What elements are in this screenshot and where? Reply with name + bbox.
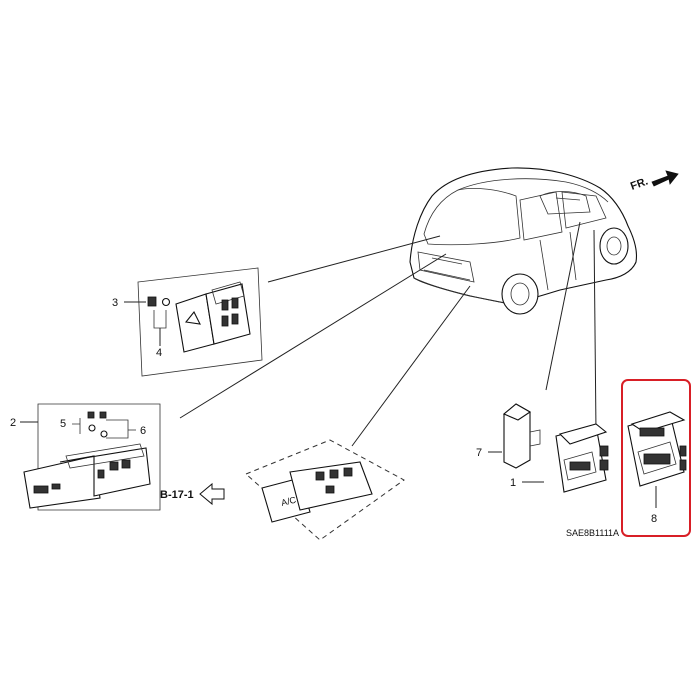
front-direction-indicator: FR. xyxy=(629,170,679,193)
callout-4: 4 xyxy=(156,347,162,359)
highlight-box xyxy=(621,379,691,537)
dash-switch-panel-icon xyxy=(23,443,151,509)
callout-7: 7 xyxy=(476,447,482,459)
front-direction-label: FR. xyxy=(629,175,650,192)
callout-3: 3 xyxy=(112,297,118,309)
hazard-switch-icon xyxy=(175,281,251,353)
blank-cover-group: 7 xyxy=(476,403,541,469)
diagram-code: SAE8B1111A xyxy=(566,528,619,538)
ac-switch-group: B-17-1 A/C xyxy=(160,439,405,541)
callout-6: 6 xyxy=(140,425,146,437)
reference-arrow-icon xyxy=(199,482,225,506)
switch-1-icon xyxy=(555,423,609,493)
switch-8-group: 8 xyxy=(621,379,691,537)
callout-1: 1 xyxy=(510,477,516,489)
callout-8: 8 xyxy=(651,513,657,525)
hazard-switch-group: 3 4 xyxy=(112,267,263,377)
reference-label: B-17-1 xyxy=(160,489,194,501)
callout-5: 5 xyxy=(60,418,66,430)
bulb-icon xyxy=(87,411,108,438)
dash-switch-group: 2 5 6 xyxy=(10,403,161,511)
bulb-icon xyxy=(147,296,171,307)
switch-8-icon xyxy=(627,411,687,487)
ac-switch-icon: A/C xyxy=(261,461,373,523)
callout-2: 2 xyxy=(10,417,16,429)
leader-lines xyxy=(179,221,597,447)
switch-1-group: 1 xyxy=(510,423,609,493)
front-arrow-icon xyxy=(651,170,679,187)
car-illustration xyxy=(409,167,638,315)
ac-switch-text: A/C xyxy=(280,494,297,507)
blank-cover-icon xyxy=(502,403,541,469)
